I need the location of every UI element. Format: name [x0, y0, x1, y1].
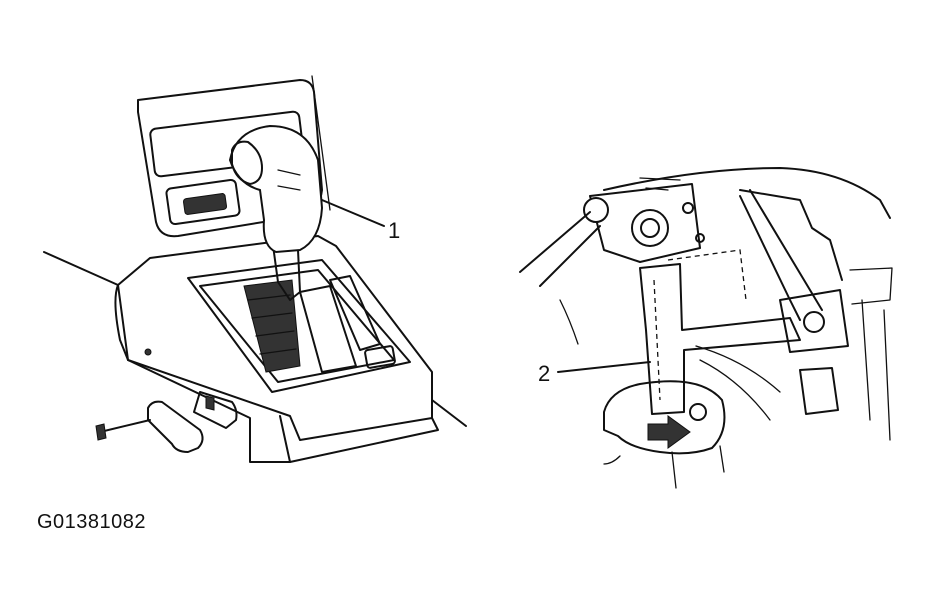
shift-knob-button [231, 140, 263, 185]
indicator-markings [247, 294, 297, 355]
shift-gate-bezel [187, 259, 411, 393]
mounting-bracket [589, 183, 701, 263]
shift-lever-stem [271, 237, 301, 301]
bracket-bolt-left [583, 197, 609, 223]
lock-lever-body [639, 263, 801, 415]
screw-head [95, 423, 107, 441]
cable-sweep-1 [699, 359, 771, 421]
pivot-hole [640, 218, 660, 238]
cam-tail [603, 455, 621, 465]
shift-knob [228, 124, 324, 254]
direction-arrow-icon [647, 415, 691, 449]
shift-indicator-strip [243, 279, 301, 373]
lever-hidden-line [653, 279, 661, 401]
shift-lock-mechanism-illustration [519, 167, 893, 489]
console-mark [144, 348, 152, 356]
left-body-line [559, 299, 579, 345]
side-slot [329, 275, 381, 351]
link-rod [739, 195, 801, 321]
console-body [117, 235, 433, 441]
access-cover-plate [147, 400, 204, 453]
figure-id: G01381082 [37, 511, 147, 533]
knob-grip-lines [277, 169, 301, 191]
cable-left-2 [539, 225, 601, 287]
ashtray-recess [165, 178, 241, 226]
shift-slot [299, 285, 357, 373]
console-right-extension-line [431, 399, 467, 427]
callout-2-label: 2 [538, 361, 550, 386]
lower-right-block [799, 367, 839, 415]
cam-pin [689, 403, 707, 421]
console-lower-panel [127, 359, 291, 463]
console-extension-line [43, 251, 119, 286]
lock-cam [603, 380, 726, 455]
console-shifter-illustration [43, 75, 467, 463]
bracket-hole [682, 202, 694, 214]
cable-left [519, 211, 591, 273]
solenoid-bolt [803, 311, 825, 333]
callout-2-leader [557, 361, 651, 373]
dash-panel-edge [311, 75, 331, 211]
ashtray-slot [182, 193, 228, 215]
right-panel-outline [739, 189, 843, 281]
access-cover-opening [193, 391, 238, 429]
solenoid-bracket [779, 289, 849, 353]
right-vertical-lines [861, 299, 891, 441]
bracket-hole-small [695, 233, 705, 243]
lever-hidden-line-2 [667, 249, 747, 301]
pivot-boss [631, 209, 669, 247]
callout-1-label: 1 [388, 218, 400, 243]
cam-lower-lines [671, 445, 725, 489]
access-cover-tab [205, 395, 215, 411]
link-rod-2 [749, 189, 823, 311]
console-front-lip [279, 415, 439, 463]
overdrive-switch [364, 345, 396, 369]
screw-shaft [99, 419, 151, 433]
console-side-face [114, 284, 129, 361]
right-block [849, 267, 893, 305]
callout-1-leader [321, 199, 385, 227]
cable-sweep-2 [695, 345, 781, 393]
